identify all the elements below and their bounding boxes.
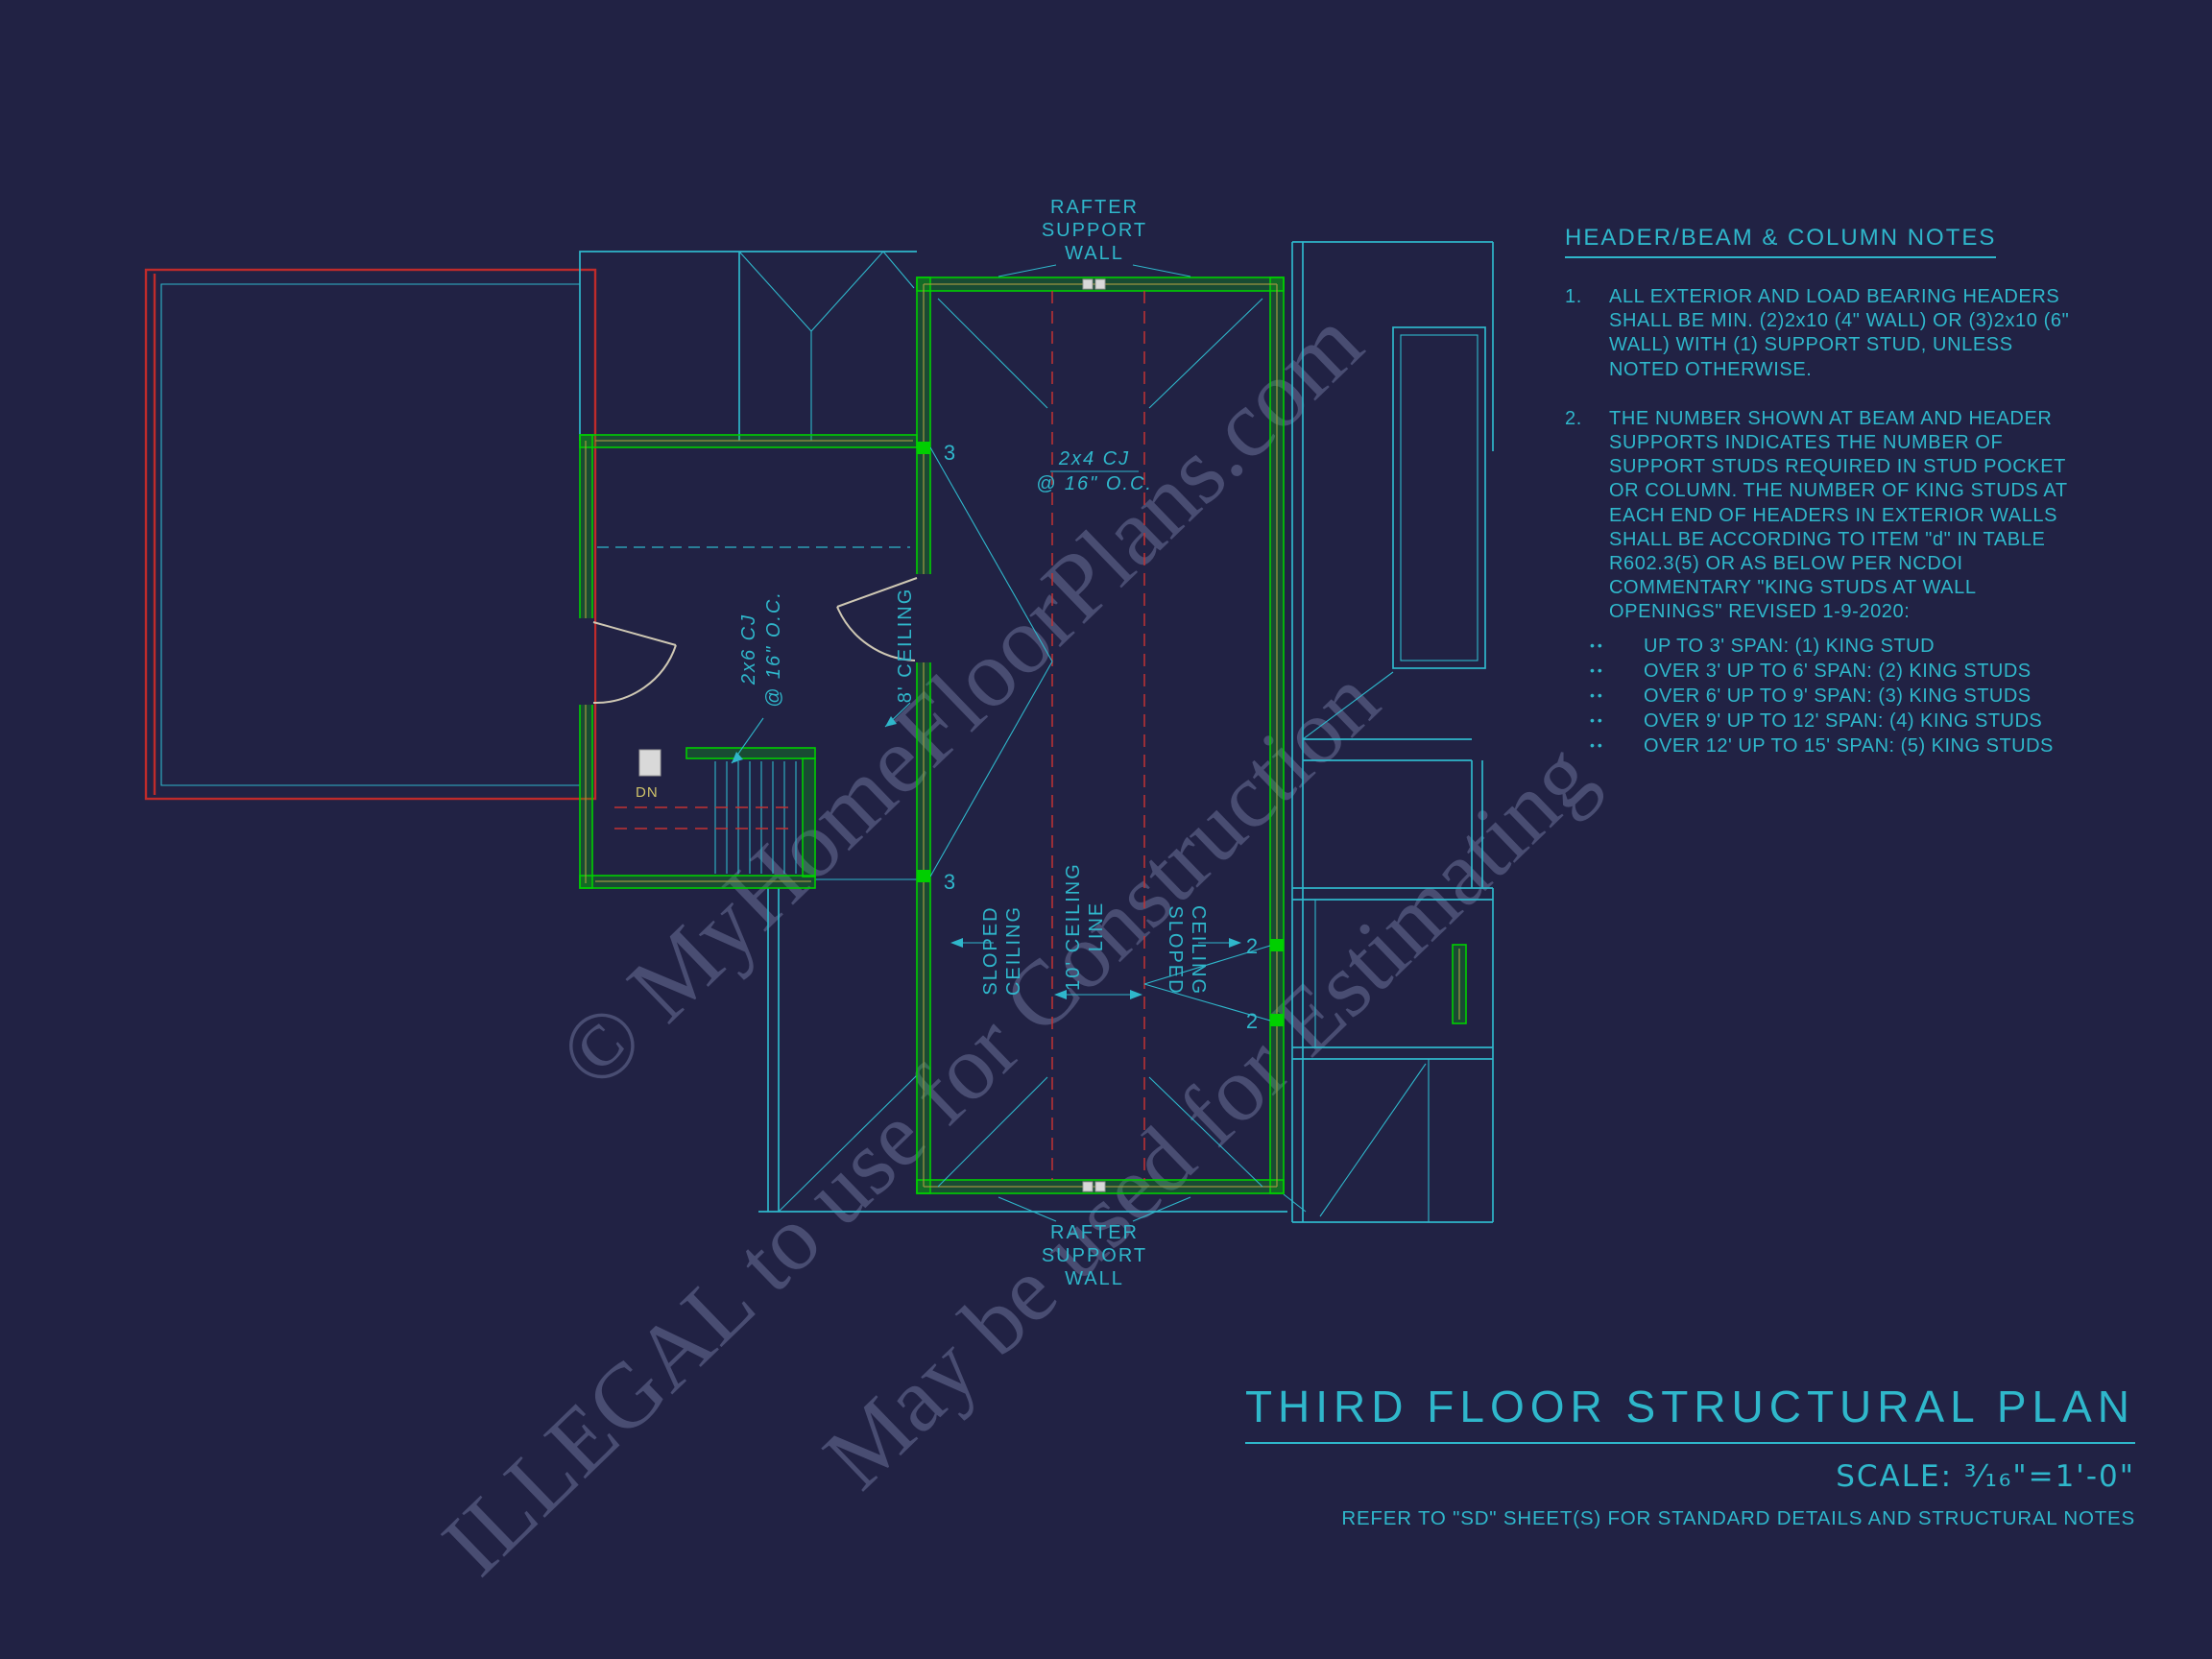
- attic-door: [836, 577, 918, 661]
- hall-and-stairs: DN: [578, 434, 918, 889]
- list-item: •• OVER 9' UP TO 12' SPAN: (4) KING STUD…: [1590, 709, 2074, 733]
- svg-text:@ 16" O.C.: @ 16" O.C.: [763, 590, 784, 708]
- notes-panel: HEADER/BEAM & COLUMN NOTES 1. ALL EXTERI…: [1565, 225, 2074, 758]
- svg-text:LINE: LINE: [1086, 902, 1107, 951]
- rafter-wall-label-bottom: RAFTER: [1050, 1222, 1139, 1243]
- note-number: 1.: [1565, 286, 1582, 307]
- sloped-ceiling-label-left: SLOPED: [980, 905, 1001, 995]
- hall-door: [592, 621, 677, 705]
- list-item: •• OVER 6' UP TO 9' SPAN: (3) KING STUDS: [1590, 684, 2074, 709]
- stud-count-label: 2: [1246, 934, 1260, 958]
- ceiling-8-label: 8' CEILING: [895, 588, 916, 704]
- list-item: •• OVER 3' UP TO 6' SPAN: (2) KING STUDS: [1590, 659, 2074, 684]
- stud-count-label: 3: [944, 870, 957, 894]
- note-item-2: 2. THE NUMBER SHOWN AT BEAM AND HEADER S…: [1565, 407, 2074, 625]
- stairs: [614, 761, 797, 874]
- stud-count-label: 3: [944, 441, 957, 465]
- note-item-1: 1. ALL EXTERIOR AND LOAD BEARING HEADERS…: [1565, 285, 2074, 382]
- bullet-icon: ••: [1590, 687, 1605, 704]
- ceiling-10-label: 10' CEILING: [1063, 862, 1084, 991]
- list-item-text: OVER 3' UP TO 6' SPAN: (2) KING STUDS: [1644, 661, 2032, 683]
- scale-label: SCALE: ³⁄₁₆"=1'-0": [1836, 1459, 2135, 1494]
- rafter-wall-label-top: RAFTER: [1050, 197, 1139, 218]
- stud-marker: [917, 442, 930, 454]
- king-stud-list: •• UP TO 3' SPAN: (1) KING STUD •• OVER …: [1590, 634, 2074, 758]
- list-item-text: UP TO 3' SPAN: (1) KING STUD: [1644, 636, 1936, 658]
- sheet-title: THIRD FLOOR STRUCTURAL PLAN: [1244, 1381, 2135, 1444]
- vent-top: [1082, 278, 1094, 290]
- svg-text:SUPPORT: SUPPORT: [1042, 220, 1147, 241]
- title-block: THIRD FLOOR STRUCTURAL PLAN SCALE: ³⁄₁₆"…: [1244, 1381, 2135, 1530]
- upper-left-roof: [579, 251, 917, 441]
- plan-annotations: RAFTER SUPPORT WALL RAFTER SUPPORT WALL …: [731, 197, 1241, 1289]
- svg-text:@ 16" O.C.: @ 16" O.C.: [1036, 473, 1153, 494]
- svg-text:WALL: WALL: [1065, 243, 1124, 264]
- note-text: ALL EXTERIOR AND LOAD BEARING HEADERS SH…: [1609, 286, 2070, 380]
- attic-room: 3 3 2 2: [836, 276, 1285, 1194]
- stair-window: [638, 749, 661, 777]
- stud-marker: [1270, 1014, 1284, 1026]
- bullet-icon: ••: [1590, 737, 1605, 754]
- sloped-ceiling-label-right: SLOPED: [1165, 905, 1186, 995]
- stud-marker: [917, 870, 930, 882]
- note-number: 2.: [1565, 407, 1582, 429]
- bullet-icon: ••: [1590, 637, 1605, 654]
- note-text: THE NUMBER SHOWN AT BEAM AND HEADER SUPP…: [1609, 407, 2068, 623]
- svg-text:CEILING: CEILING: [1003, 905, 1024, 996]
- svg-text:WALL: WALL: [1065, 1268, 1124, 1289]
- vent-bottom: [1082, 1181, 1094, 1192]
- lower-left-roof: [580, 878, 1307, 1213]
- reference-note: REFER TO "SD" SHEET(S) FOR STANDARD DETA…: [1341, 1507, 2135, 1529]
- right-roof-structures: [1291, 241, 1494, 1223]
- chimney: [1392, 326, 1486, 669]
- cj-2x4-label: 2x4 CJ: [1058, 448, 1130, 469]
- list-item-text: OVER 6' UP TO 9' SPAN: (3) KING STUDS: [1644, 685, 2032, 708]
- stud-marker: [1270, 939, 1284, 951]
- stud-count-label: 2: [1246, 1009, 1260, 1033]
- list-item-text: OVER 12' UP TO 15' SPAN: (5) KING STUDS: [1644, 735, 2054, 757]
- cj-2x6-label: 2x6 CJ: [738, 613, 759, 685]
- bullet-icon: ••: [1590, 712, 1605, 729]
- svg-text:CEILING: CEILING: [1188, 905, 1209, 996]
- bullet-icon: ••: [1590, 662, 1605, 679]
- list-item: •• UP TO 3' SPAN: (1) KING STUD: [1590, 634, 2074, 659]
- list-item: •• OVER 12' UP TO 15' SPAN: (5) KING STU…: [1590, 733, 2074, 758]
- garage-roof: [144, 268, 597, 801]
- list-item-text: OVER 9' UP TO 12' SPAN: (4) KING STUDS: [1644, 710, 2043, 733]
- down-label: DN: [636, 784, 659, 801]
- svg-text:SUPPORT: SUPPORT: [1042, 1245, 1147, 1266]
- notes-title: HEADER/BEAM & COLUMN NOTES: [1565, 225, 1997, 258]
